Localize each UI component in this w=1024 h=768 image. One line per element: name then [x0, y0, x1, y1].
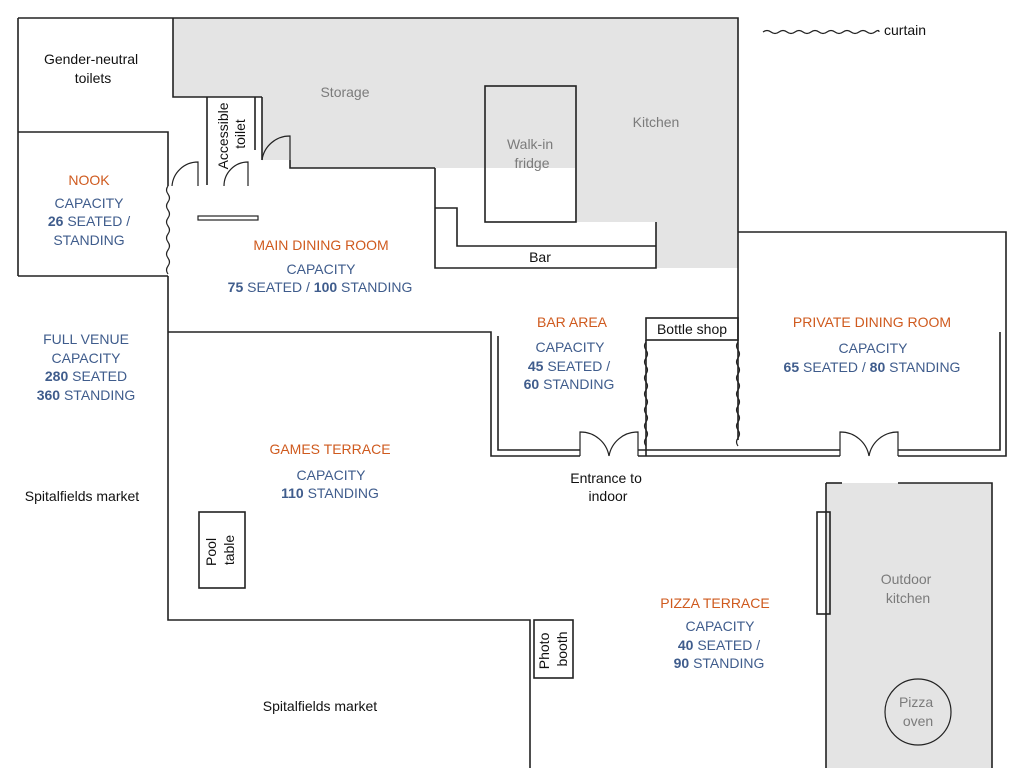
nook-seated: 26 SEATED / [48, 213, 130, 229]
private-dining-area: PRIVATE DINING ROOM CAPACITY 65 SEATED /… [784, 314, 961, 375]
main-dining-area: MAIN DINING ROOM CAPACITY 75 SEATED / 10… [228, 237, 413, 295]
pizza-terrace-title: PIZZA TERRACE [660, 595, 769, 611]
main-dining-title: MAIN DINING ROOM [253, 237, 388, 253]
full-venue-capacity-label: CAPACITY [52, 350, 122, 366]
bar-area-title: BAR AREA [537, 314, 608, 330]
bar-area-seated: 45 SEATED / [528, 358, 610, 374]
pizza-oven-circle [884, 678, 952, 746]
private-dining-title: PRIVATE DINING ROOM [793, 314, 951, 330]
kitchen-label: Kitchen [633, 114, 680, 130]
curtains [165, 29, 880, 447]
pool-table-label: Pool table [203, 534, 237, 566]
storage-kitchen-zone [173, 18, 738, 268]
bar-area-capacity-label: CAPACITY [536, 339, 606, 355]
nook-capacity-label: CAPACITY [55, 195, 125, 211]
games-terrace-area: GAMES TERRACE CAPACITY 110 STANDING [269, 441, 390, 501]
pizza-oven-label: Pizza oven [899, 694, 937, 729]
storage-label: Storage [320, 84, 369, 100]
curtain-legend-label: curtain [884, 22, 926, 38]
games-terrace-capacity-label: CAPACITY [297, 467, 367, 483]
private-dining-capacity-label: CAPACITY [839, 340, 909, 356]
bar-label: Bar [529, 249, 551, 265]
doors [171, 135, 899, 457]
photo-booth-label: Photo booth [536, 629, 570, 669]
outdoor-kitchen-zone [826, 483, 992, 768]
nook-area: NOOK CAPACITY 26 SEATED / STANDING [48, 172, 130, 248]
toilets-label: Gender-neutral toilets [44, 51, 142, 86]
entrance-label: Entrance to indoor [570, 470, 646, 504]
outdoor-kitchen-label: Outdoor kitchen [881, 571, 935, 606]
games-terrace-title: GAMES TERRACE [269, 441, 390, 457]
bar-area: BAR AREA CAPACITY 45 SEATED / 60 STANDIN… [524, 314, 615, 392]
pizza-terrace-area: PIZZA TERRACE CAPACITY 40 SEATED / 90 ST… [660, 595, 769, 671]
pizza-terrace-seated: 40 SEATED / [678, 637, 760, 653]
nook-title: NOOK [68, 172, 110, 188]
full-venue-summary: FULL VENUE CAPACITY 280 SEATED 360 STAND… [37, 331, 136, 403]
market-label-bottom: Spitalfields market [263, 698, 377, 714]
walk-in-fridge-label: Walk-in fridge [507, 136, 557, 171]
private-dining-capacity: 65 SEATED / 80 STANDING [784, 359, 961, 375]
pizza-terrace-capacity-label: CAPACITY [686, 618, 756, 634]
full-venue-title: FULL VENUE [43, 331, 129, 347]
pizza-terrace-standing: 90 STANDING [674, 655, 765, 671]
bottle-shop-label: Bottle shop [657, 321, 727, 337]
full-venue-standing: 360 STANDING [37, 387, 136, 403]
games-terrace-standing: 110 STANDING [281, 485, 379, 501]
nook-standing: STANDING [53, 232, 124, 248]
walls [17, 17, 1007, 768]
accessible-toilet-label: Accessible toilet [215, 99, 248, 170]
market-label-left: Spitalfields market [25, 488, 139, 504]
bar-area-standing: 60 STANDING [524, 376, 615, 392]
full-venue-seated: 280 SEATED [45, 368, 127, 384]
main-dining-capacity-label: CAPACITY [287, 261, 357, 277]
main-dining-capacity: 75 SEATED / 100 STANDING [228, 279, 413, 295]
